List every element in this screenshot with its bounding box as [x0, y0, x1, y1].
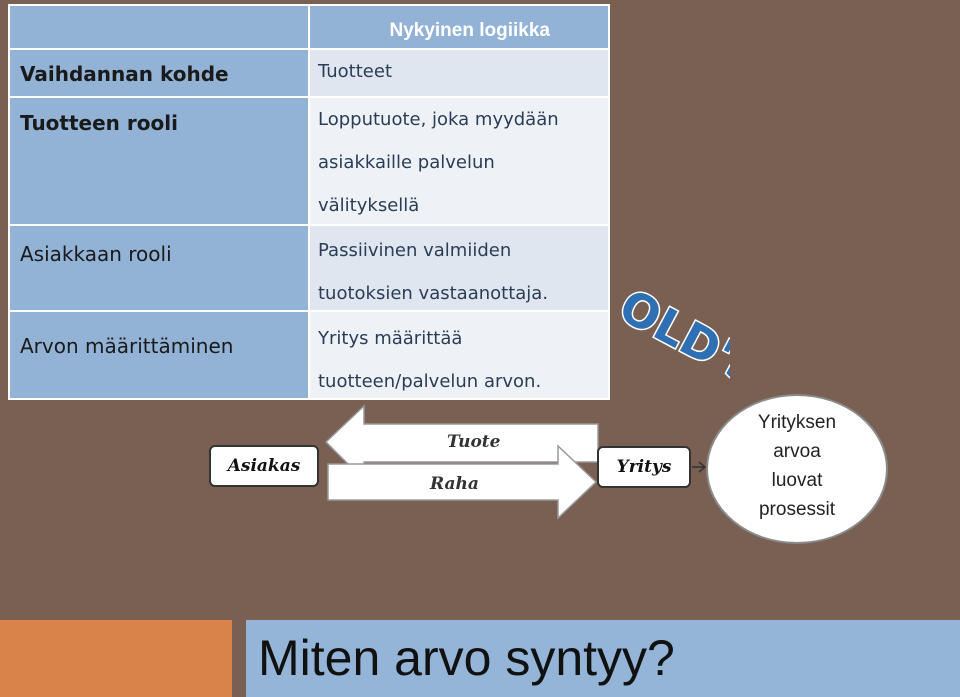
row-label-vaihdannan-kohde: Vaihdannan kohde [20, 62, 229, 86]
circle-line: luovat [771, 470, 823, 491]
circle-line: prosessit [758, 499, 836, 520]
comparison-table: Nykyinen logiikka Vaihdannan kohde Tuott… [8, 4, 610, 400]
row-value-line: Lopputuote, joka myydään [318, 109, 559, 130]
company-label: Yritys [616, 457, 672, 477]
accent-bar-orange [0, 620, 232, 697]
connector-arrowhead [698, 461, 707, 473]
arrow-right-shape [327, 444, 598, 520]
row-value-line: Tuotteet [318, 61, 393, 82]
arrow-label-raha: Raha [430, 474, 479, 494]
table-header: Nykyinen logiikka [310, 6, 608, 48]
table-header-empty [10, 6, 308, 48]
table-row-label-cell: Arvon määrittäminen [10, 312, 308, 398]
page-title: Miten arvo syntyy? [258, 630, 675, 686]
customer-box: Asiakas [209, 445, 319, 487]
customer-label: Asiakas [227, 456, 301, 476]
arrow-label-tuote: Tuote [447, 432, 501, 452]
row-label-asiakkaan-rooli: Asiakkaan rooli [20, 242, 172, 266]
company-box: Yritys [597, 446, 691, 488]
row-value-line: asiakkaille palvelun [318, 152, 495, 173]
table-row-value-cell: Tuotteet [310, 50, 608, 96]
table-row-value-cell: Yritys määrittää tuotteen/palvelun arvon… [310, 312, 608, 398]
circle-line: arvoa [773, 441, 821, 462]
title-bar [246, 620, 960, 697]
row-label-tuotteen-rooli: Tuotteen rooli [20, 111, 178, 135]
table-row-label-cell: Asiakkaan rooli [10, 226, 308, 310]
row-label-arvon-maarittaminen: Arvon määrittäminen [20, 334, 234, 358]
table-header-label: Nykyinen logiikka [389, 20, 550, 41]
table-row-value-cell: Passiivinen valmiiden tuotoksien vastaan… [310, 226, 608, 310]
table-row-label-cell: Tuotteen rooli [10, 98, 308, 224]
row-value-line: tuotoksien vastaanottaja. [318, 283, 549, 304]
row-value-line: tuotteen/palvelun arvon. [318, 371, 542, 392]
table-row-label-cell: Vaihdannan kohde [10, 50, 308, 96]
circle-line: Yrityksen [757, 412, 837, 433]
table-row-value-cell: Lopputuote, joka myydään asiakkaille pal… [310, 98, 608, 224]
row-value-line: Yritys määrittää [318, 328, 463, 349]
olds-logo: OLD'S [609, 290, 730, 390]
value-processes-circle: Yrityksen arvoa luovat prosessit [706, 394, 888, 544]
row-value-line: Passiivinen valmiiden [318, 240, 512, 261]
row-value-line: välityksellä [318, 195, 420, 216]
